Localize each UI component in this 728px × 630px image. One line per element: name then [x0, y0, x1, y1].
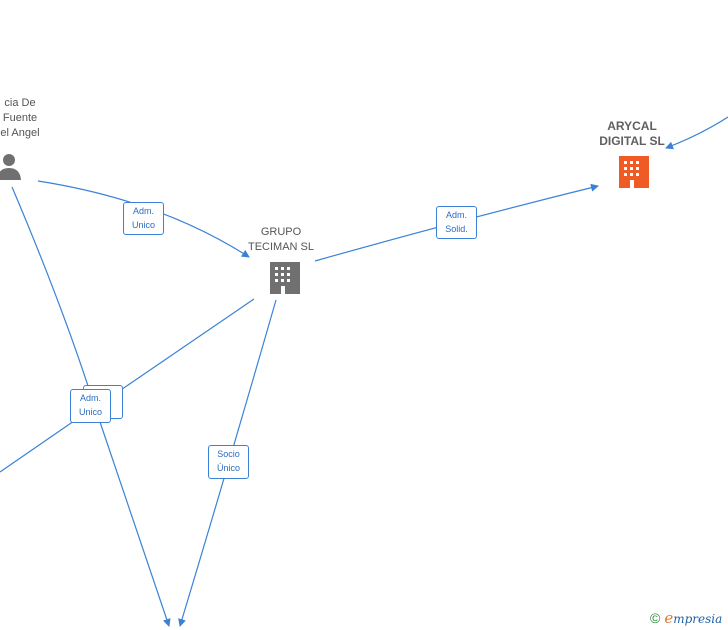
- edge-person-to-bottom: [99, 421, 171, 627]
- building-icon: [270, 262, 300, 294]
- edge-offscreen-to-arycal: [665, 116, 728, 150]
- grupo-teciman-label[interactable]: GRUPO TECIMAN SL: [235, 225, 327, 255]
- company-name-line: GRUPO: [260, 226, 302, 238]
- company-name-line: TECIMAN SL: [247, 241, 314, 253]
- edge-label-adm-unico-2[interactable]: Adm. Unico: [70, 389, 111, 423]
- person-name-line: Fuente: [2, 112, 38, 124]
- person-node-label[interactable]: cia De Fuente el Angel: [0, 96, 48, 141]
- edge-label-line: Adm.: [79, 393, 101, 403]
- edge-label-line: Unico: [78, 407, 102, 417]
- edge-grupo-to-left: [111, 298, 255, 397]
- brand-name: mpresia: [673, 612, 723, 626]
- person-icon: [0, 154, 21, 180]
- building-icon-highlight: [619, 156, 649, 188]
- person-name-line: cia De: [4, 97, 36, 109]
- edge-label-line: Solid.: [445, 224, 468, 234]
- edge-label-line: Unico: [131, 220, 155, 230]
- company-name-line: DIGITAL SL: [599, 134, 665, 148]
- edge-left-offscreen: [0, 420, 75, 473]
- brand-initial: e: [664, 609, 674, 627]
- edge-label-socio-unico[interactable]: Socio Único: [208, 445, 249, 479]
- edge-label-line: Socio: [217, 449, 240, 459]
- company-name-line: ARYCAL: [607, 119, 657, 133]
- edge-label-line: Adm.: [132, 206, 154, 216]
- person-name-line: el Angel: [0, 127, 40, 139]
- empresia-logo[interactable]: ©empresia: [650, 609, 722, 627]
- edge-person-down: [11, 186, 91, 393]
- copyright-icon: ©: [650, 610, 661, 626]
- edge-label-line: Adm.: [445, 210, 467, 220]
- edge-label-line: Único: [216, 463, 240, 473]
- edge-label-adm-solid[interactable]: Adm. Solid.: [436, 206, 477, 239]
- edge-label-adm-unico[interactable]: Adm. Unico: [123, 202, 164, 235]
- arycal-digital-label[interactable]: ARYCAL DIGITAL SL: [586, 119, 678, 149]
